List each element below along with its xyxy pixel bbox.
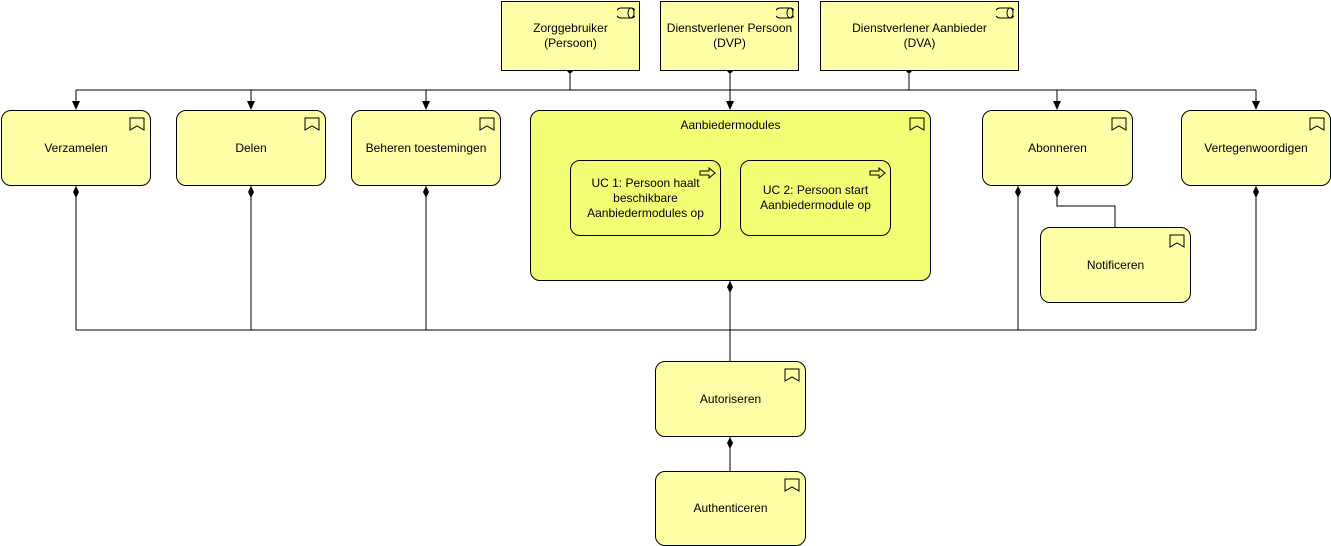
diamond-autoriseren <box>727 437 733 449</box>
service-vertegenwoordigen[interactable]: Vertegenwoordigen <box>1181 110 1331 186</box>
service-notificeren[interactable]: Notificeren <box>1040 227 1191 303</box>
service-icon <box>784 368 800 382</box>
role-icon <box>996 7 1014 19</box>
role-zorggebruiker[interactable]: Zorggebruiker(Persoon) <box>501 1 640 71</box>
comp-notificeren <box>1056 186 1116 228</box>
service-icon <box>784 478 800 492</box>
diamond-verzamelen <box>73 186 79 198</box>
role-label: Dienstverlener Persoon(DVP) <box>666 21 793 50</box>
service-label: Vertegenwoordigen <box>1204 140 1308 155</box>
service-icon <box>1169 234 1185 248</box>
service-icon <box>129 117 145 131</box>
service-icon <box>1111 117 1127 131</box>
service-label: Beheren toestemingen <box>365 140 487 155</box>
diamond-abonneren-right <box>1054 186 1060 198</box>
process-arrow-icon <box>869 167 886 179</box>
service-icon <box>304 117 320 131</box>
diamond-aanbiedermodules <box>727 281 733 293</box>
service-icon <box>909 117 925 131</box>
role-dvp[interactable]: Dienstverlener Persoon(DVP) <box>660 1 799 71</box>
service-label: Autoriseren <box>699 391 762 406</box>
role-label: Zorggebruiker(Persoon) <box>533 21 608 50</box>
service-label: Notificeren <box>1086 257 1145 272</box>
role-dva[interactable]: Dienstverlener Aanbieder(DVA) <box>820 1 1019 71</box>
service-verzamelen[interactable]: Verzamelen <box>1 110 151 186</box>
role-label: Dienstverlener Aanbieder(DVA) <box>852 21 987 50</box>
service-label: Abonneren <box>1028 140 1087 155</box>
process-arrow-icon <box>699 167 716 179</box>
service-delen[interactable]: Delen <box>176 110 326 186</box>
service-label: Verzamelen <box>44 140 108 155</box>
container-title: Aanbiedermodules <box>680 118 781 132</box>
role-icon <box>776 7 794 19</box>
diamond-beheren <box>423 186 429 198</box>
diamond-vertegenwoordigen <box>1253 186 1259 198</box>
service-autoriseren[interactable]: Autoriseren <box>655 361 806 437</box>
service-icon <box>1309 117 1325 131</box>
service-beheren-toestemingen[interactable]: Beheren toestemingen <box>351 110 501 186</box>
diamond-abonneren-left <box>1015 186 1021 198</box>
service-abonneren[interactable]: Abonneren <box>982 110 1133 186</box>
diamond-delen <box>248 186 254 198</box>
service-authenticeren[interactable]: Authenticeren <box>655 471 806 546</box>
role-icon <box>617 7 635 19</box>
service-label: Authenticeren <box>693 501 768 515</box>
service-icon <box>479 117 495 131</box>
service-label: Delen <box>235 140 267 155</box>
